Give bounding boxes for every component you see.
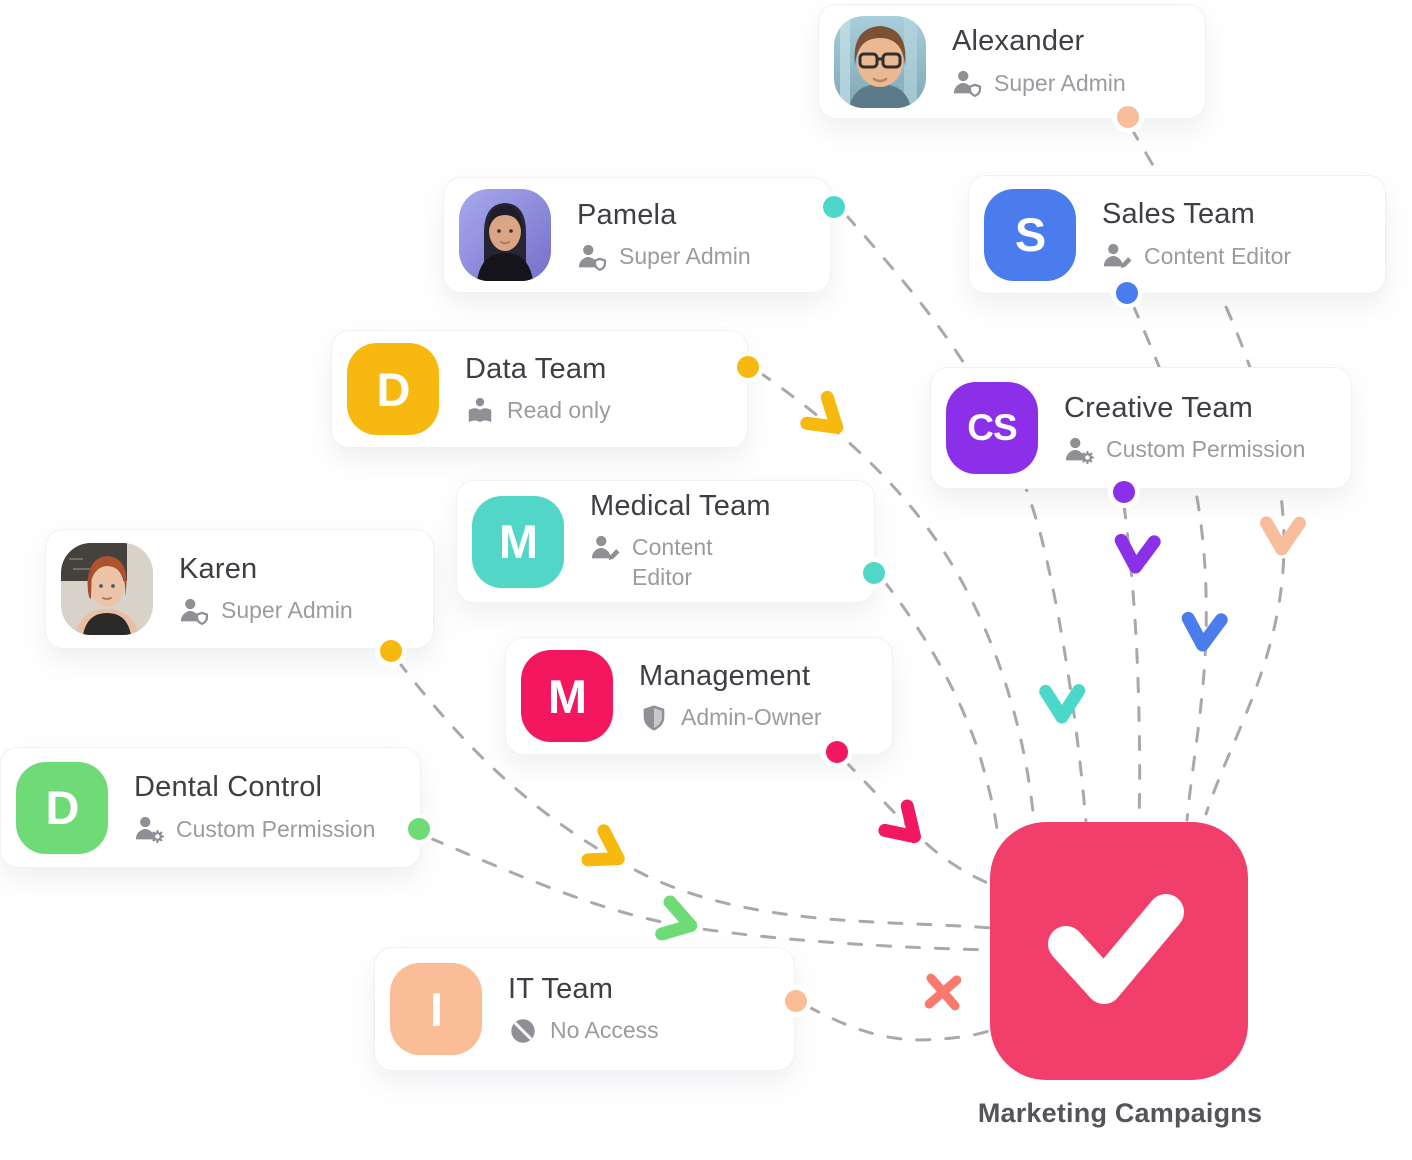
team-tile: D bbox=[16, 761, 108, 854]
user-pencil-icon bbox=[1103, 243, 1132, 269]
role-row: Super Admin bbox=[179, 596, 353, 626]
card-title: Karen bbox=[179, 552, 258, 585]
connection-dot bbox=[1117, 106, 1139, 128]
role-label: Content Editor bbox=[1144, 242, 1292, 269]
connection-dot bbox=[380, 640, 402, 662]
connector-line bbox=[805, 1004, 994, 1042]
connection-dot bbox=[823, 196, 845, 218]
card-title: Alexander bbox=[952, 25, 1085, 57]
chevron-arrow-icon bbox=[1114, 533, 1161, 574]
chevron-arrow-icon bbox=[655, 895, 698, 941]
user-shield-icon bbox=[578, 244, 607, 271]
card-title: Management bbox=[639, 659, 811, 692]
team-tile: M bbox=[472, 495, 564, 588]
user-gear-icon bbox=[1065, 437, 1094, 464]
connector-line bbox=[428, 836, 994, 952]
user-shield-icon bbox=[180, 598, 209, 625]
card-title: Dental Control bbox=[134, 771, 323, 803]
team-card-creative[interactable]: CS Creative Team Custom Permission bbox=[930, 367, 1352, 489]
blocked-x-icon bbox=[924, 973, 962, 1011]
connection-dot bbox=[1116, 282, 1138, 304]
connector-line bbox=[882, 579, 1000, 838]
role-row: Content Editor bbox=[1102, 241, 1291, 271]
connector-line bbox=[396, 659, 994, 930]
user-card-pamela[interactable]: Pamela Super Admin bbox=[443, 177, 831, 293]
connection-dot bbox=[408, 818, 430, 840]
connector-line bbox=[843, 759, 994, 887]
connection-dot bbox=[785, 990, 807, 1012]
user-card-alexander[interactable]: Alexander Super Admin bbox=[818, 4, 1206, 119]
card-title: Sales Team bbox=[1102, 198, 1255, 230]
avatar bbox=[61, 543, 153, 635]
role-label: Read only bbox=[507, 397, 611, 423]
team-tile: M bbox=[521, 650, 613, 742]
team-tile: I bbox=[390, 963, 482, 1055]
card-title: Medical Team bbox=[590, 490, 771, 523]
no-access-icon bbox=[511, 1018, 535, 1043]
card-title: Creative Team bbox=[1064, 391, 1254, 424]
role-label: Custom Permission bbox=[1106, 436, 1306, 462]
team-card-sales[interactable]: S Sales Team Content Editor bbox=[968, 175, 1386, 294]
connection-dot bbox=[737, 356, 759, 378]
team-card-it[interactable]: I IT Team No Access bbox=[374, 947, 795, 1071]
team-card-medical[interactable]: M Medical Team Content Editor bbox=[456, 480, 875, 603]
photo-woman-dark-hair bbox=[459, 189, 551, 281]
connection-dot bbox=[1113, 481, 1135, 503]
card-title: Pamela bbox=[577, 198, 677, 231]
role-label: Super Admin bbox=[619, 243, 751, 269]
connection-dot bbox=[863, 562, 885, 584]
role-row: Custom Permission bbox=[134, 814, 375, 844]
team-card-management[interactable]: M Management Admin-Owner bbox=[505, 637, 893, 755]
connector-line bbox=[757, 370, 1036, 824]
chevron-arrow-icon bbox=[800, 390, 844, 434]
role-label: Super Admin bbox=[221, 597, 353, 623]
chevron-arrow-icon bbox=[878, 799, 921, 844]
role-label: Super Admin bbox=[994, 69, 1126, 96]
role-row: Custom Permission bbox=[1064, 435, 1305, 465]
role-label: Content Editor bbox=[632, 534, 713, 590]
avatar bbox=[834, 15, 926, 108]
center-node-label: Marketing Campaigns bbox=[977, 1098, 1263, 1128]
team-tile: D bbox=[347, 343, 439, 435]
role-row: Content Editor bbox=[590, 533, 771, 593]
user-pencil-icon bbox=[591, 535, 620, 561]
role-label: No Access bbox=[550, 1017, 659, 1043]
marketing-campaigns-node[interactable] bbox=[990, 822, 1248, 1080]
team-tile: S bbox=[984, 188, 1076, 281]
team-tile: CS bbox=[946, 382, 1038, 474]
role-row: No Access bbox=[508, 1016, 659, 1046]
book-reader-icon bbox=[468, 397, 492, 422]
chevron-arrow-icon bbox=[1259, 516, 1306, 556]
user-shield-icon bbox=[953, 70, 982, 98]
shield-icon bbox=[643, 704, 665, 731]
chevron-arrow-icon bbox=[1039, 684, 1086, 724]
connection-dot bbox=[826, 741, 848, 763]
photo-man-glasses bbox=[834, 15, 926, 108]
check-icon bbox=[1048, 894, 1184, 1004]
team-card-dental[interactable]: D Dental Control Custom Permission bbox=[0, 747, 421, 868]
user-gear-icon bbox=[135, 816, 164, 844]
card-title: Data Team bbox=[465, 352, 607, 385]
connector-line bbox=[1122, 503, 1142, 824]
role-row: Admin-Owner bbox=[639, 703, 822, 733]
team-card-data[interactable]: D Data Team Read only bbox=[331, 330, 748, 448]
role-row: Read only bbox=[465, 396, 611, 426]
card-title: IT Team bbox=[508, 972, 614, 1005]
photo-woman-red-hair bbox=[61, 543, 153, 635]
user-card-karen[interactable]: Karen Super Admin bbox=[45, 529, 434, 649]
connector-line bbox=[1131, 303, 1208, 822]
role-label: Custom Permission bbox=[176, 815, 376, 842]
role-row: Super Admin bbox=[577, 242, 751, 272]
avatar bbox=[459, 189, 551, 281]
role-row: Super Admin bbox=[952, 68, 1126, 98]
chevron-arrow-icon bbox=[1181, 611, 1228, 652]
role-label: Admin-Owner bbox=[681, 704, 822, 730]
chevron-arrow-icon bbox=[581, 824, 625, 867]
